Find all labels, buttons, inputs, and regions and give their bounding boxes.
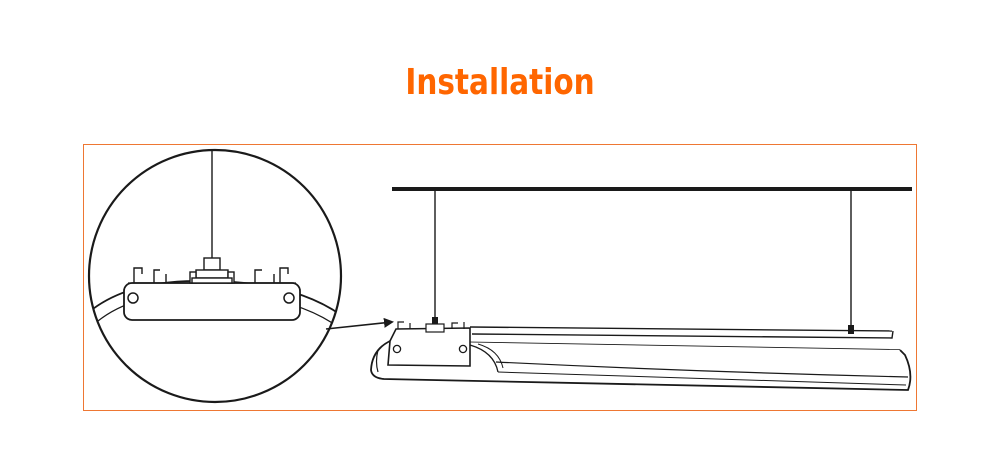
wire-gripper-right — [848, 325, 854, 334]
fixture-mounting-plate — [387, 321, 471, 367]
detail-clips — [133, 267, 289, 283]
wire-gripper — [189, 257, 235, 284]
mounting-plate — [123, 282, 301, 321]
plate-screw-right-icon — [283, 292, 295, 304]
plate-screw-left-icon — [127, 292, 139, 304]
detail-magnifier — [87, 148, 343, 404]
wire-gripper-left — [432, 317, 438, 327]
page-title: Installation — [405, 62, 595, 103]
detail-pointer-arrow — [325, 317, 394, 330]
diagram-frame — [83, 144, 917, 411]
